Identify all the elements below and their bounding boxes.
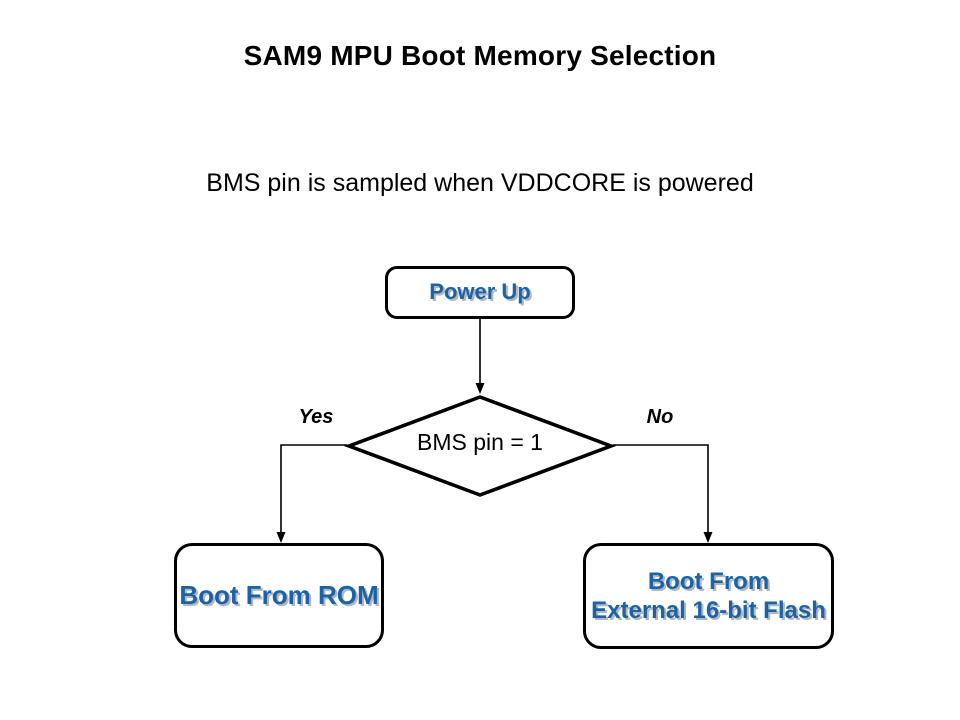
node-boot-from-flash-line1: Boot From — [647, 567, 770, 595]
edge-label-no: No — [646, 406, 674, 428]
page-title: SAM9 MPU Boot Memory Selection — [243, 40, 717, 71]
node-boot-from-rom-label: Boot From ROM — [179, 579, 379, 610]
edge-decision-yes-to-rom — [280, 444, 347, 534]
node-decision-label: BMS pin = 1 — [417, 429, 543, 455]
edge-label-yes: Yes — [298, 406, 334, 428]
edge-decision-no-to-flash — [613, 444, 709, 534]
node-power-up-label: Power Up — [429, 279, 531, 305]
node-boot-from-flash: Boot From External 16-bit Flash — [583, 543, 834, 649]
arrowhead-down-icon — [276, 532, 286, 543]
decision-diamond-shape — [343, 395, 617, 497]
node-boot-from-rom: Boot From ROM — [174, 543, 384, 648]
arrowhead-down-icon — [475, 383, 485, 394]
node-boot-from-flash-line2: External 16-bit Flash — [591, 597, 826, 624]
arrowhead-down-icon — [703, 532, 713, 543]
subtitle-note: BMS pin is sampled when VDDCORE is power… — [206, 169, 754, 197]
node-power-up: Power Up — [385, 266, 575, 319]
